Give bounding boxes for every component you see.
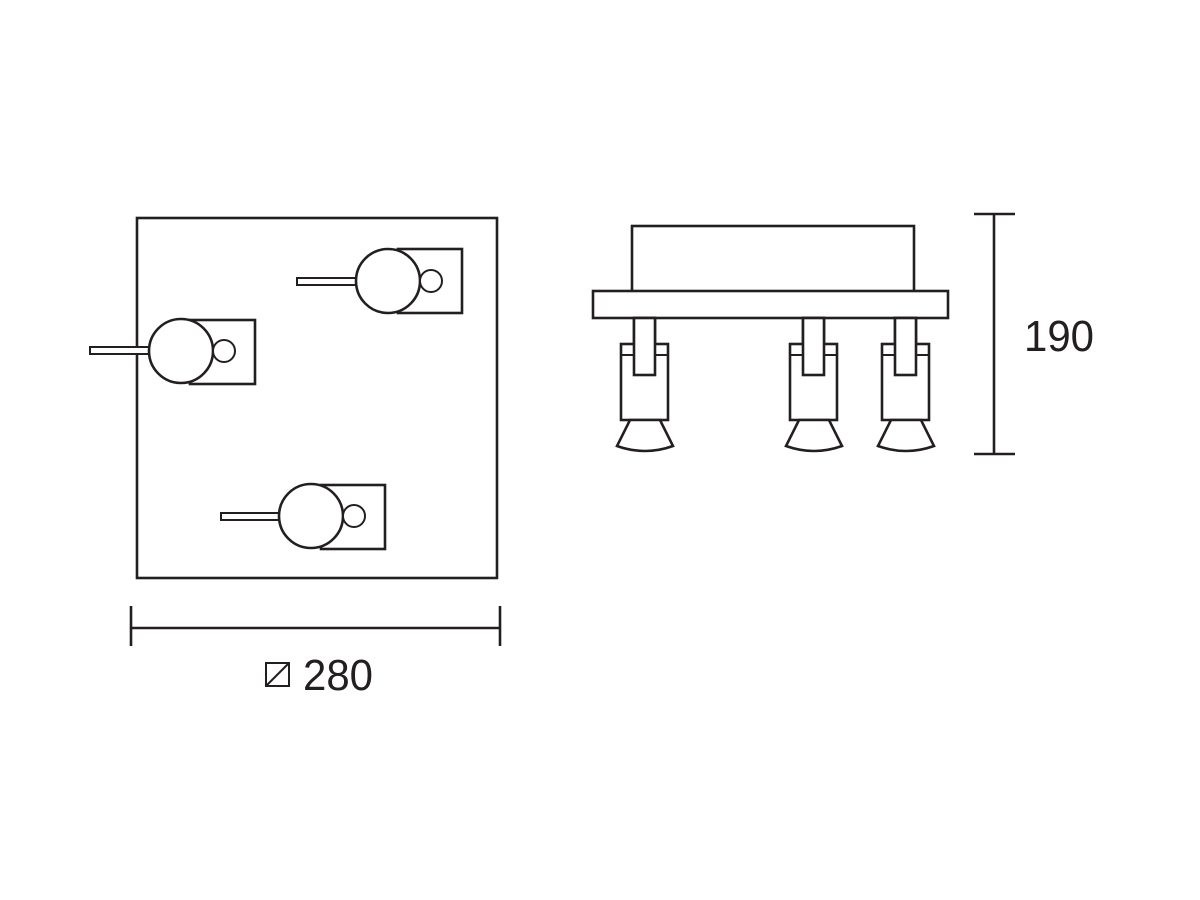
mounting-bar bbox=[591, 289, 950, 320]
spotlight-side-view bbox=[615, 316, 675, 453]
spotlight-top-view bbox=[220, 482, 387, 551]
height-dimension-line bbox=[974, 212, 1015, 456]
top-view: 280 bbox=[89, 216, 502, 700]
spotlight-top-view bbox=[296, 247, 464, 315]
spotlight-top-view bbox=[89, 317, 257, 386]
width-dimension-line bbox=[129, 606, 502, 646]
height-dimension-label: 190 bbox=[1024, 312, 1094, 361]
spotlight-side-view bbox=[876, 316, 936, 453]
base-plate-outline bbox=[135, 216, 499, 580]
diameter-icon bbox=[265, 662, 290, 687]
canopy-box bbox=[630, 224, 916, 294]
width-dimension-label: 280 bbox=[303, 651, 373, 700]
spotlight-side-view bbox=[784, 316, 844, 453]
side-view: 190 bbox=[591, 212, 1094, 456]
